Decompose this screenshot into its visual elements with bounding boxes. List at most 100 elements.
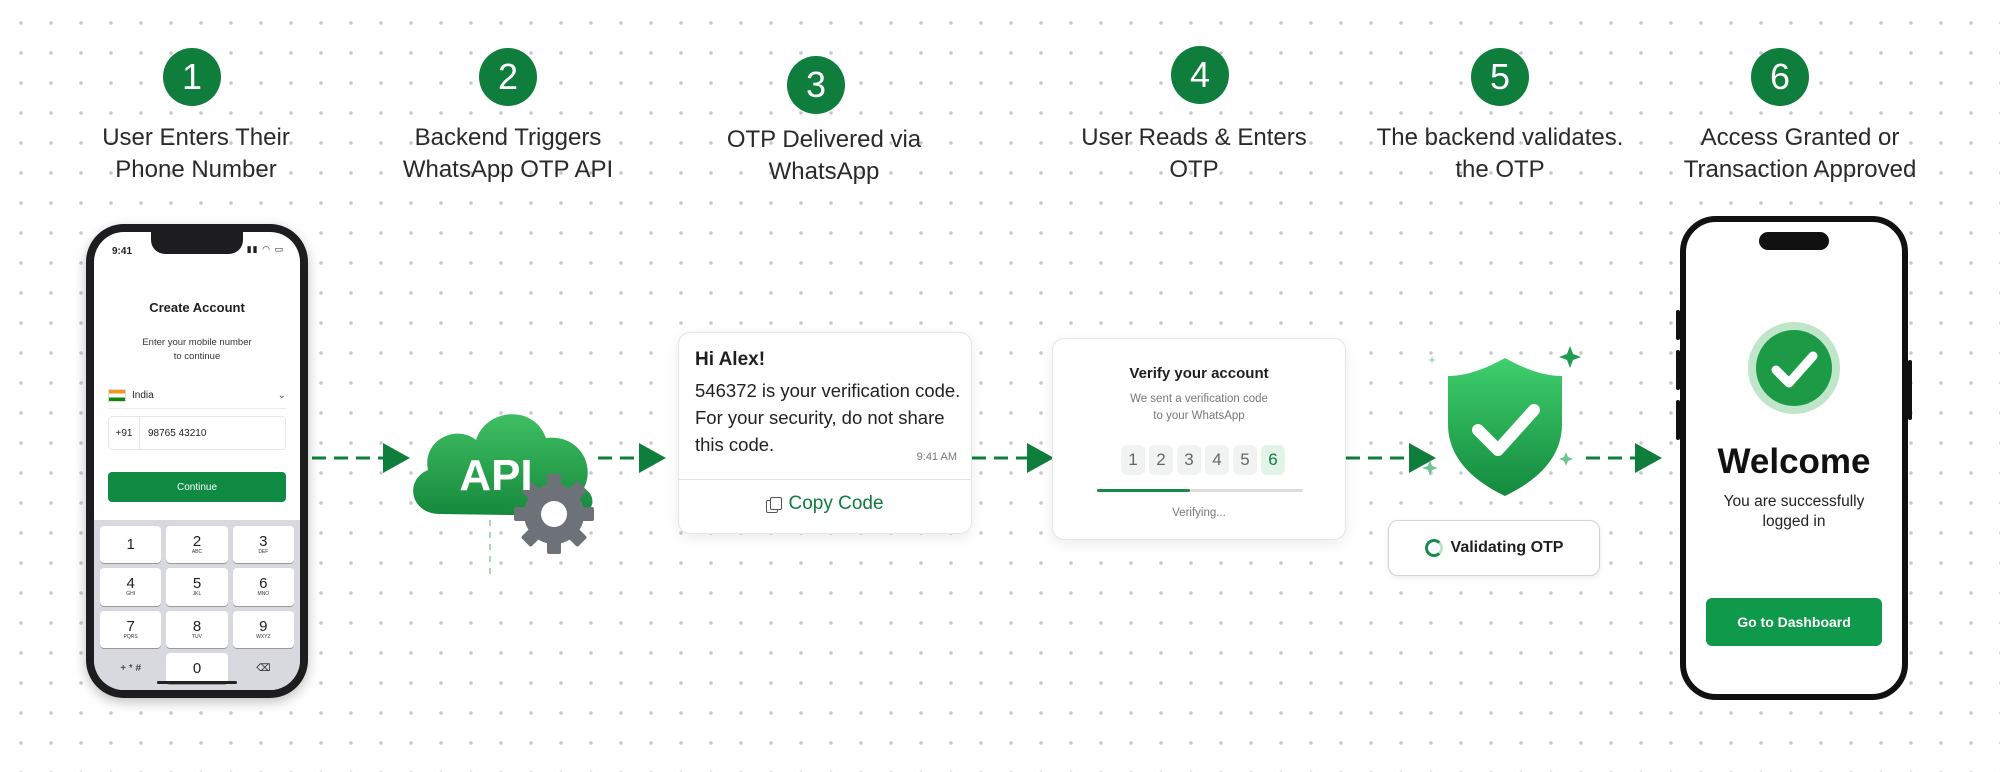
message-divider	[679, 479, 971, 480]
keypad-key[interactable]: ⌫	[233, 653, 294, 684]
keypad-letters: PQRS	[123, 633, 138, 640]
step-title-1-line-1: User Enters Their	[102, 124, 290, 151]
step-title-6: Access Granted or Transaction Approved	[1650, 122, 1950, 186]
keypad-digit: 8	[192, 617, 202, 635]
gear-icon	[514, 474, 594, 554]
step-number-3: 3	[787, 56, 845, 114]
verify-title: Verify your account	[1129, 365, 1269, 382]
step-title-4-line-2: OTP	[1169, 156, 1219, 183]
step-title-3: OTP Delivered via WhatsApp	[674, 124, 974, 188]
keypad-letters: WXYZ	[256, 633, 271, 640]
welcome-subtitle: You are successfully logged in	[1706, 492, 1882, 532]
signal-wifi-battery-icon: ▮▮ ◠ ▭	[246, 244, 284, 254]
step-number-1: 1	[163, 48, 221, 106]
phone-number-input[interactable]: +91 98765 43210	[108, 416, 286, 450]
keypad-digit: ⌫	[256, 662, 271, 674]
country-code: +91	[109, 417, 140, 449]
step-number-6: 6	[1751, 48, 1809, 106]
keypad-letters: ABC	[191, 549, 203, 556]
step-title-1-line-2: Phone Number	[115, 156, 277, 183]
phone-notch	[151, 232, 243, 254]
api-cloud-icon: API	[413, 414, 594, 554]
otp-digit-box[interactable]: 2	[1149, 445, 1173, 475]
otp-digit-box[interactable]: 5	[1233, 445, 1257, 475]
step-title-4: User Reads & Enters OTP	[1044, 122, 1344, 186]
otp-digit-box[interactable]: 6	[1261, 445, 1285, 475]
message-body: 546372 is your verification code. For yo…	[695, 380, 961, 455]
copy-code-button[interactable]: Copy Code	[679, 493, 971, 515]
chevron-down-icon: ⌄	[277, 389, 286, 401]
keypad-letters: TUV	[191, 633, 202, 640]
validating-otp-label: Validating OTP	[1450, 539, 1564, 556]
keypad-digit: 5	[192, 575, 202, 593]
step-title-5-line-2: the OTP	[1455, 156, 1545, 183]
otp-digit-box[interactable]: 4	[1205, 445, 1229, 475]
keypad-digit: + * #	[120, 662, 142, 674]
phone-side-button-left-2	[1676, 350, 1680, 390]
country-select[interactable]: India ⌄	[108, 382, 286, 409]
phone-number-value: 98765 43210	[148, 427, 207, 439]
step-title-1: User Enters Their Phone Number	[46, 122, 346, 186]
step-number-4: 4	[1171, 46, 1229, 104]
phone-screen: 9:41 ▮▮ ◠ ▭ Create Account Enter your mo…	[94, 232, 300, 690]
keypad-key[interactable]: + * #	[100, 653, 161, 684]
message-greeting: Hi Alex!	[695, 349, 766, 370]
welcome-subtitle-line-2: logged in	[1762, 513, 1826, 530]
phone-access-granted: Welcome You are successfully logged in G…	[1680, 216, 1908, 700]
keypad-digit: 0	[192, 659, 202, 677]
go-to-dashboard-button[interactable]: Go to Dashboard	[1706, 598, 1882, 646]
keypad-letters: JKL	[192, 591, 202, 598]
welcome-subtitle-line-1: You are successfully	[1723, 493, 1865, 510]
copy-code-label: Copy Code	[788, 493, 884, 514]
verify-progress-fill	[1097, 489, 1190, 492]
otp-digit-box[interactable]: 3	[1177, 445, 1201, 475]
home-indicator	[157, 681, 237, 684]
keypad-digit: 3	[259, 533, 268, 551]
step-number-5: 5	[1471, 48, 1529, 106]
india-flag-icon	[108, 388, 126, 402]
check-circle-icon	[1748, 322, 1840, 414]
verify-subtitle: We sent a verification code to your What…	[1093, 391, 1305, 425]
step-title-5: The backend validates. the OTP	[1350, 122, 1650, 186]
keypad-key[interactable]: 0	[166, 652, 228, 684]
step-title-4-line-1: User Reads & Enters	[1081, 124, 1307, 151]
api-label: API	[459, 451, 532, 500]
keypad-letters: DEF	[258, 549, 269, 556]
phone-side-button-right	[1908, 360, 1912, 420]
step-title-5-line-1: The backend validates.	[1376, 124, 1624, 151]
step-title-2: Backend Triggers WhatsApp OTP API	[358, 122, 658, 186]
keypad-digit: 1	[126, 536, 135, 554]
country-name: India	[132, 389, 154, 401]
keypad-digit: 7	[126, 617, 135, 635]
step-number-2: 2	[479, 48, 537, 106]
step-title-6-line-2: Transaction Approved	[1683, 156, 1917, 183]
keypad-digit: 9	[259, 617, 268, 635]
keypad-letters: MNO	[257, 591, 270, 598]
continue-button[interactable]: Continue	[108, 472, 286, 502]
otp-digit-box[interactable]: 1	[1121, 445, 1145, 475]
dynamic-island	[1759, 232, 1829, 250]
whatsapp-message-card: Hi Alex! 546372 is your verification cod…	[678, 332, 972, 534]
keypad-digit: 6	[259, 575, 268, 593]
welcome-title: Welcome	[1717, 442, 1871, 481]
phone-side-button-left-1	[1676, 310, 1680, 340]
step-title-2-line-2: WhatsApp OTP API	[402, 156, 614, 183]
keypad-key[interactable]: 1	[100, 526, 162, 564]
create-account-subtitle: Enter your mobile number to continue	[124, 336, 270, 364]
keypad-digit: 2	[192, 533, 202, 551]
create-account-subtitle-line-1: Enter your mobile number	[142, 337, 252, 348]
phone-create-account: 9:41 ▮▮ ◠ ▭ Create Account Enter your mo…	[86, 224, 308, 698]
copy-icon	[766, 497, 783, 513]
keypad-letters: GHI	[126, 591, 136, 598]
